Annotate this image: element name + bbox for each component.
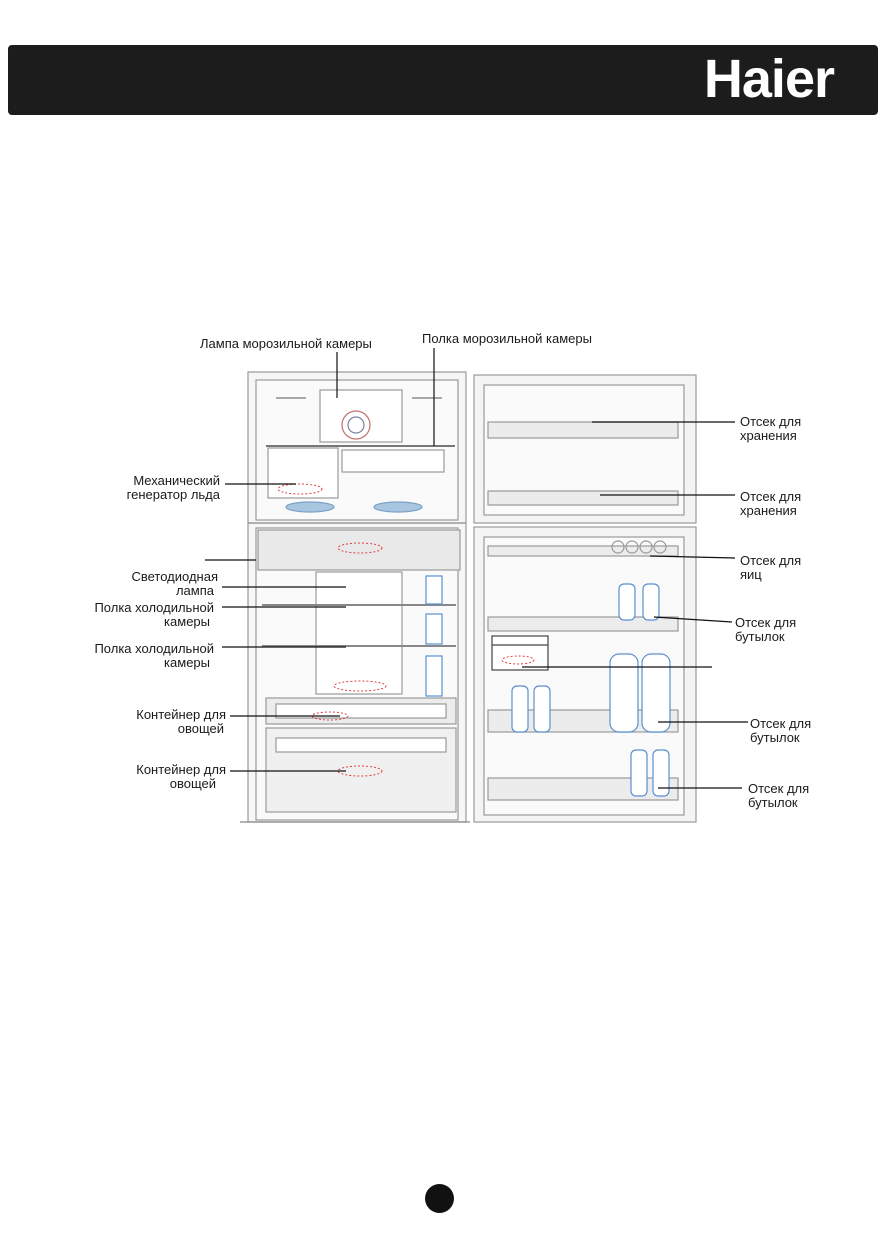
label-storage-b-2: хранения (740, 503, 797, 518)
label-veg-a-1: Контейнер для (136, 707, 226, 722)
label-led-lamp-2: лампа (175, 583, 214, 598)
label-veg-b-1: Контейнер для (136, 762, 226, 777)
label-eggs-2: яиц (740, 567, 762, 582)
brand-logo: Haier (703, 49, 835, 109)
label-fridge-shelf-a-1: Полка холодильной (94, 600, 214, 615)
leader-eggs (649, 555, 736, 559)
egg-tray (487, 545, 679, 557)
label-bottles-a-1: Отсек для (735, 615, 797, 630)
label-freezer-shelf: Полка морозильной камеры (422, 331, 592, 346)
label-ice-maker-2: генератор льда (126, 487, 220, 502)
label-fridge-shelf-b-1: Полка холодильной (94, 641, 214, 656)
label-storage-b-1: Отсек для (740, 489, 802, 504)
door-storage-bin-2 (487, 490, 679, 506)
page-number-badge (425, 1184, 454, 1213)
freezer-lamp-housing (319, 389, 403, 443)
door-storage-bin-1 (487, 421, 679, 439)
fridge-rear-panel (315, 571, 403, 695)
label-eggs-1: Отсек для (740, 553, 802, 568)
label-ice-maker-1: Механический (133, 473, 220, 488)
label-veg-b-2: овощей (169, 776, 216, 791)
label-freezer-lamp: Лампа морозильной камеры (200, 336, 372, 351)
label-bottles-b-2: бутылок (750, 730, 800, 745)
label-bottles-b-1: Отсек для (750, 716, 812, 731)
label-fridge-shelf-a-2: камеры (164, 614, 210, 629)
freezer-lamp-icon (341, 410, 371, 440)
label-bottles-a-2: бутылок (735, 629, 785, 644)
label-bottles-c-1: Отсек для (748, 781, 810, 796)
label-storage-a-2: хранения (740, 428, 797, 443)
ice-maker (267, 447, 339, 499)
top-panel (257, 529, 461, 571)
label-bottles-c-2: бутылок (748, 795, 798, 810)
label-veg-a-2: овощей (177, 721, 224, 736)
label-led-lamp-1: Светодиодная (131, 569, 218, 584)
leader-bottles-1 (653, 616, 733, 623)
label-storage-a-1: Отсек для (740, 414, 802, 429)
header-bar: Haier (8, 45, 878, 115)
door-bottle-bin-3 (487, 777, 679, 801)
label-fridge-shelf-b-2: камеры (164, 655, 210, 670)
